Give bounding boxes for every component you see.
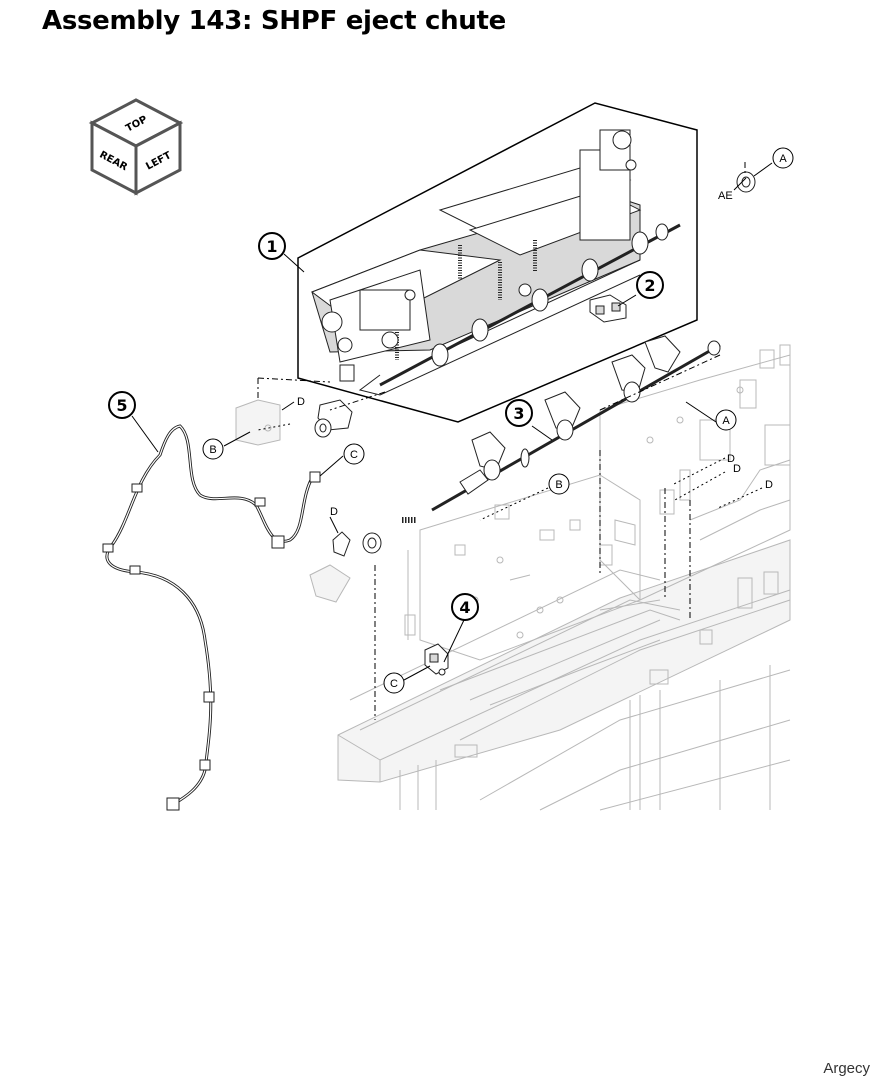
ref-a-lower-text: A [722, 415, 730, 427]
ref-b-mid: B [548, 473, 570, 495]
callout-5: 5 [108, 391, 136, 419]
part-ae-bushing [736, 171, 756, 193]
ref-b-left-text: B [209, 444, 216, 456]
ref-c-top-text: C [350, 449, 358, 461]
label-d-right-1: D [727, 453, 735, 465]
watermark: Argecy [823, 1060, 870, 1077]
callout-2-number: 2 [644, 276, 655, 295]
eject-chute-assembly [310, 129, 681, 396]
left-bracket [235, 399, 353, 446]
assembly-1-enclosure [297, 102, 698, 423]
label-ae: AE [718, 190, 733, 202]
part-5-cable-harness [102, 424, 321, 811]
callout-4: 4 [451, 593, 479, 621]
callout-4-number: 4 [459, 598, 470, 617]
callout-1: 1 [258, 232, 286, 260]
label-d-right-2: D [733, 463, 741, 475]
callout-2: 2 [636, 271, 664, 299]
ref-c-bottom-text: C [390, 678, 398, 690]
ref-c-bottom: C [383, 672, 405, 694]
ref-c-top: C [343, 443, 365, 465]
part-2-clip [589, 294, 627, 323]
ref-b-left: B [202, 438, 224, 460]
page-title: Assembly 143: SHPF eject chute [42, 6, 506, 36]
ref-a-top-text: A [779, 153, 787, 165]
callout-1-number: 1 [266, 237, 277, 256]
orientation-cube: TOP REAR LEFT [88, 98, 184, 196]
callout-5-number: 5 [116, 396, 127, 415]
assembly-guide-lines [257, 162, 763, 720]
callout-3-number: 3 [513, 404, 524, 423]
callout-3: 3 [505, 399, 533, 427]
ref-a-top: A [772, 147, 794, 169]
spring-and-bushings [309, 517, 416, 603]
label-d-screw: D [330, 506, 338, 518]
part-4-sensor [424, 643, 449, 676]
part-3-eject-shaft [431, 335, 721, 512]
ref-a-lower: A [715, 409, 737, 431]
ref-b-mid-text: B [555, 479, 562, 491]
label-d-bracket: D [297, 396, 305, 408]
leader-lines [131, 162, 773, 681]
label-d-right-3: D [765, 479, 773, 491]
